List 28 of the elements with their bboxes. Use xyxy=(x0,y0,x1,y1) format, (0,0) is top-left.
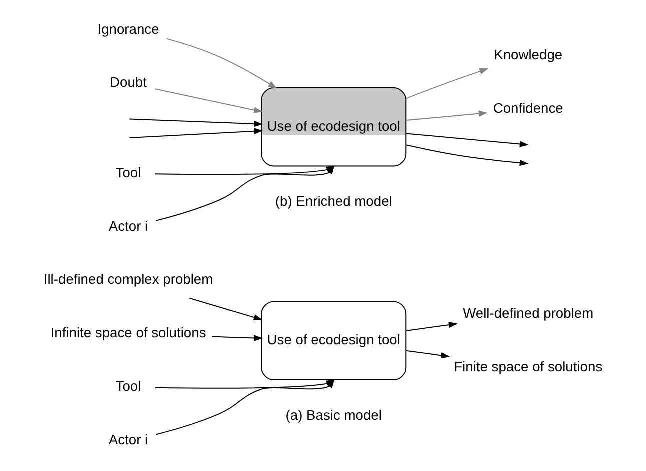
arrow xyxy=(129,118,264,128)
arrow xyxy=(211,335,263,342)
node-text: Doubt xyxy=(110,74,147,90)
arrow xyxy=(154,88,263,114)
label: (a) Basic model xyxy=(286,406,382,423)
node-text: Well-defined problem xyxy=(463,304,594,321)
node-text: Ignorance xyxy=(98,20,160,37)
arrow xyxy=(406,68,489,100)
arrow xyxy=(406,144,529,166)
node-box: Use of ecodesign tool xyxy=(261,88,407,167)
arrow xyxy=(406,322,458,332)
label: (b) Enriched model xyxy=(275,193,392,210)
node-text: Infinite space of solutions xyxy=(50,324,206,341)
node-text: Confidence xyxy=(493,100,564,116)
node-box: Use of ecodesign tool xyxy=(261,301,407,380)
arrow xyxy=(406,133,529,148)
node-text: Tool xyxy=(116,378,142,394)
arrow xyxy=(129,128,264,138)
node-text: Knowledge xyxy=(494,46,563,63)
arrow xyxy=(189,298,263,321)
arrow xyxy=(406,350,450,359)
node-text: Ill-defined complex problem xyxy=(44,271,214,288)
node-text: Actor i xyxy=(108,218,148,234)
node-text: Actor i xyxy=(108,432,148,448)
node-text: Finite space of solutions xyxy=(454,358,603,374)
node-text: Tool xyxy=(116,164,142,180)
arrow xyxy=(166,38,278,89)
arrow xyxy=(406,110,488,121)
